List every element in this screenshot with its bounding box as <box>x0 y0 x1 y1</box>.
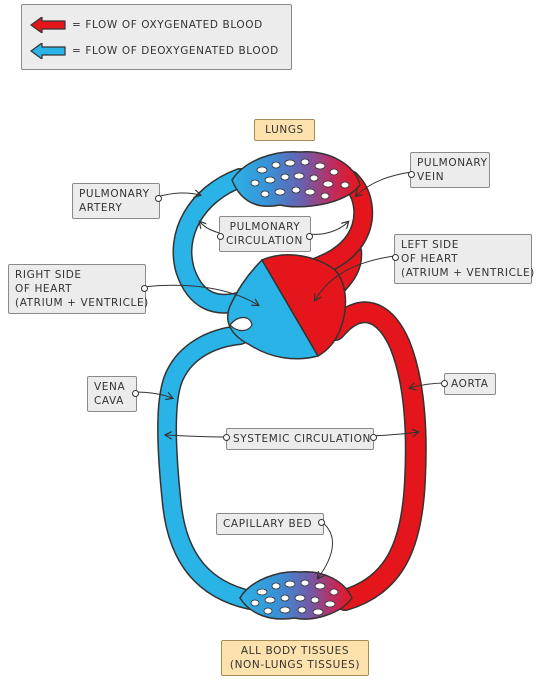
right-side-heart-pointer <box>141 285 148 292</box>
pulmonary-vein-pointer <box>408 171 415 178</box>
lungs-label: LUNGS <box>254 119 315 141</box>
lung-air-spaces <box>250 158 350 200</box>
legend-row-deoxygenated: = FLOW OF DEOXYGENATED BLOOD <box>30 41 279 61</box>
systemic-circulation-left-pointer <box>223 434 230 441</box>
pulmonary-artery-pointer <box>155 195 162 202</box>
pulmonary-circulation-right-pointer <box>306 233 313 240</box>
legend: = FLOW OF OXYGENATED BLOOD = FLOW OF DEO… <box>21 4 292 70</box>
aorta-pointer <box>441 380 448 387</box>
systemic-circulation-right-pointer <box>370 434 377 441</box>
legend-oxygenated-text: = FLOW OF OXYGENATED BLOOD <box>72 19 263 31</box>
legend-row-oxygenated: = FLOW OF OXYGENATED BLOOD <box>30 15 263 35</box>
body-tissues-label: ALL BODY TISSUES(NON-LUNGS TISSUES) <box>221 640 369 676</box>
legend-deoxygenated-text: = FLOW OF DEOXYGENATED BLOOD <box>72 45 279 57</box>
lungs-capillary-bed <box>231 151 361 208</box>
left-side-heart-pointer <box>392 254 399 261</box>
vena-cava-pointer <box>132 390 139 397</box>
heart-left-side <box>260 254 347 358</box>
tissue-cells <box>250 579 339 616</box>
blue-arrow-icon <box>30 43 66 59</box>
pulmonary-circulation-left-pointer <box>217 233 224 240</box>
capillary-bed-pointer <box>318 519 325 526</box>
heart-right-side <box>227 258 320 360</box>
systemic-circulation-label: SYSTEMIC CIRCULATION <box>226 428 374 450</box>
aorta-label: AORTA <box>444 373 496 395</box>
red-arrow-icon <box>30 17 66 33</box>
capillary-bed-label: CAPILLARY BED <box>216 513 324 535</box>
